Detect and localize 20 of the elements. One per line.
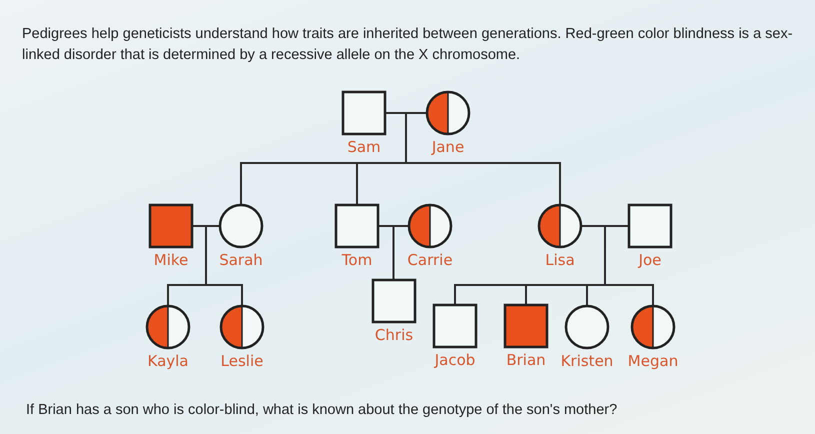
person-name: Lisa [545,252,575,269]
person-name: Jane [432,139,464,156]
descent-line [385,112,561,205]
descent-line [581,225,654,306]
person-name: Sarah [219,252,263,269]
person-name: Leslie [220,353,264,370]
person-name: Brian [506,352,546,369]
question-text: If Brian has a son who is color-blind, what is known about the genotype of the son's mother? [26,402,618,418]
person-name: Kristen [560,353,614,370]
person-name: Joe [638,252,662,269]
person-name: Megan [628,353,678,370]
intro-paragraph: Pedigrees help geneticists understand how traits are inherited between generations. Red-green color blindness is a sex-linked disorder that is determined by a recessive allele on the X chromosome. [22,25,794,65]
person-name: Jacob [434,352,476,369]
person-name: Chris [374,327,414,344]
person-name: Mike [154,252,188,269]
person-name: Carrie [407,252,453,269]
descent-line [378,225,394,280]
person-name: Kayla [148,353,188,370]
person-name: Sam [347,139,381,156]
person-name: Tom [342,252,372,269]
